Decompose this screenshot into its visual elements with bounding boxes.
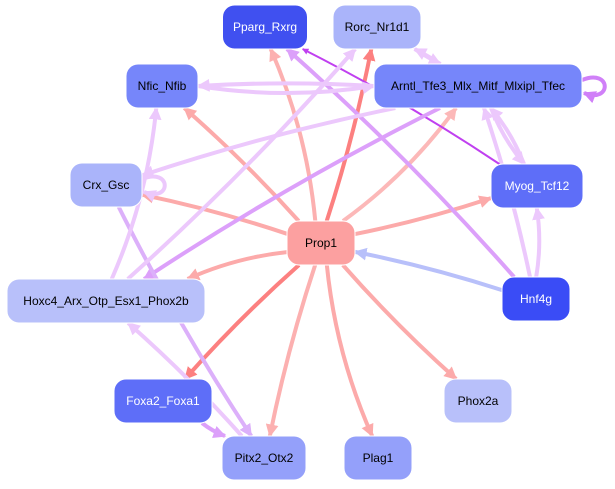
node-foxa2[interactable]: Foxa2_Foxa1 <box>113 378 213 424</box>
node-box <box>69 162 143 208</box>
node-myog[interactable]: Myog_Tcf12 <box>490 163 584 209</box>
edge-crx-to-crx <box>141 174 167 203</box>
node-rorc[interactable]: Rorc_Nr1d1 <box>332 4 422 50</box>
node-box <box>222 4 308 50</box>
node-label: Arntl_Tfe3_Mlx_Mitf_Mlxipl_Tfec <box>391 79 565 93</box>
edge-hnf4g-to-prop1 <box>353 247 503 293</box>
node-label: Phox2a <box>458 394 499 408</box>
edge-arntl-to-hoxc4 <box>142 106 441 281</box>
node-arntl[interactable]: Arntl_Tfe3_Mlx_Mitf_Mlxipl_Tfec <box>373 63 583 109</box>
node-label: Rorc_Nr1d1 <box>345 20 410 34</box>
node-label: Pitx2_Otx2 <box>235 451 294 465</box>
edge-prop1-to-myog <box>354 195 493 236</box>
node-box <box>125 63 199 109</box>
edge-prop1-to-foxa2 <box>183 263 301 381</box>
node-label: Myog_Tcf12 <box>505 179 570 193</box>
edge-rorc-to-arntl <box>413 47 442 66</box>
node-box <box>113 378 213 424</box>
node-label: Crx_Gsc <box>83 178 130 192</box>
node-box <box>6 278 206 324</box>
node-box <box>332 4 422 50</box>
node-box <box>501 276 571 322</box>
node-plag1[interactable]: Plag1 <box>343 435 413 481</box>
edge-prop1-to-pitx2 <box>265 264 318 438</box>
node-box <box>443 378 513 424</box>
node-label: Foxa2_Foxa1 <box>126 394 200 408</box>
edge-prop1-to-plag1 <box>324 264 374 438</box>
node-nfic[interactable]: Nfic_Nfib <box>125 63 199 109</box>
edge-hnf4g-to-pparg <box>285 47 516 279</box>
edge-hnf4g-to-myog <box>532 206 545 278</box>
edge-arntl-to-crx <box>140 106 396 178</box>
node-label: Prop1 <box>305 236 337 250</box>
node-prop1[interactable]: Prop1 <box>286 220 356 266</box>
node-label: Nfic_Nfib <box>138 79 187 93</box>
node-label: Plag1 <box>363 451 394 465</box>
edge-pitx2-to-hoxc4 <box>126 321 244 438</box>
node-label: Hnf4g <box>520 292 552 306</box>
node-box <box>286 220 356 266</box>
edge-prop1-to-rorc <box>324 47 376 222</box>
node-box <box>490 163 584 209</box>
node-crx[interactable]: Crx_Gsc <box>69 162 143 208</box>
node-label: Hoxc4_Arx_Otp_Esx1_Phox2b <box>23 294 189 308</box>
edge-nfic-to-arntl <box>197 81 376 96</box>
node-pitx2[interactable]: Pitx2_Otx2 <box>221 435 307 481</box>
edge-arntl-to-nfic <box>196 78 375 92</box>
node-phox2a[interactable]: Phox2a <box>443 378 513 424</box>
node-hnf4g[interactable]: Hnf4g <box>501 276 571 322</box>
edge-hoxc4-to-rorc <box>126 47 357 281</box>
node-box <box>221 435 307 481</box>
edge-prop1-to-pparg <box>268 47 318 222</box>
node-hoxc4[interactable]: Hoxc4_Arx_Otp_Esx1_Phox2b <box>6 278 206 324</box>
node-box <box>343 435 413 481</box>
edge-prop1-to-arntl <box>341 106 458 223</box>
edge-arntl-to-myog <box>489 107 526 166</box>
edge-prop1-to-crx <box>140 190 288 236</box>
node-pparg[interactable]: Pparg_Rxrg <box>222 4 308 50</box>
edge-prop1-to-nfic <box>182 106 301 223</box>
edge-arntl-to-arntl <box>581 75 607 104</box>
edge-foxa2-to-pitx2 <box>200 421 227 438</box>
edge-prop1-to-hoxc4 <box>186 250 288 281</box>
node-box <box>373 63 583 109</box>
node-label: Pparg_Rxrg <box>233 20 297 34</box>
edge-prop1-to-phox2a <box>341 263 458 381</box>
